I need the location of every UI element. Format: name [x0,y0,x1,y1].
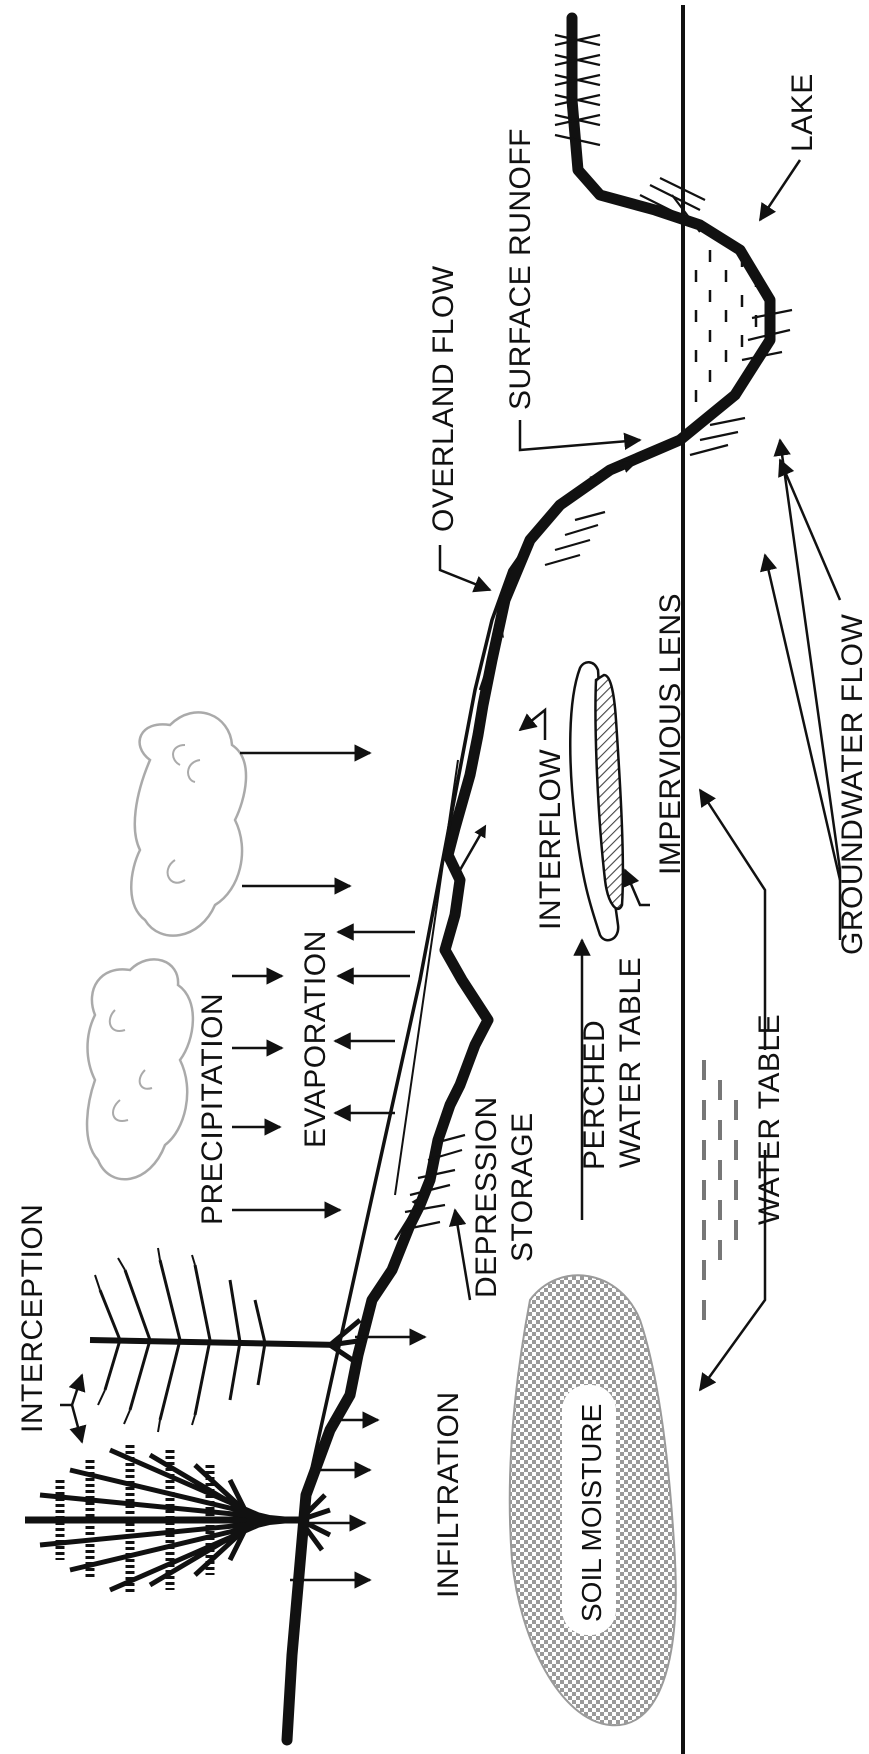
interflow-label: INTERFLOW [534,749,567,930]
perched-water-table-label: WATER TABLE [614,957,647,1168]
water-table-label: WATER TABLE [753,1014,786,1225]
interception-label: INTERCEPTION [16,1204,49,1433]
infiltration-label: INFILTRATION [432,1391,465,1598]
conifer-tree-icon [25,1445,330,1595]
lake-label: LAKE [786,73,819,152]
cloud-swirl-icon [110,1010,152,1121]
surface-runoff-label: SURFACE RUNOFF [504,128,537,410]
precipitation-label: PRECIPITATION [196,993,229,1225]
interception-arrow [72,1405,82,1442]
evaporation-arrows [335,932,415,1113]
soil-moisture-label: SOIL MOISTURE [576,1404,607,1622]
overland-flow-label: OVERLAND FLOW [427,265,460,532]
water-table-dashes [704,1060,736,1320]
impervious-lens-label: IMPERVIOUS LENS [654,593,687,875]
depression-storage-label: DEPRESSION [470,1096,503,1298]
evaporation-label: EVAPORATION [299,930,332,1148]
cloud-icon [131,712,246,935]
depression-storage-surface [395,760,458,1195]
cloud-swirl-icon [168,745,200,883]
cloud-icon [87,959,193,1179]
depression-storage-label: STORAGE [506,1112,539,1262]
interception-arrow [72,1375,82,1405]
deciduous-tree-icon [90,1248,365,1432]
